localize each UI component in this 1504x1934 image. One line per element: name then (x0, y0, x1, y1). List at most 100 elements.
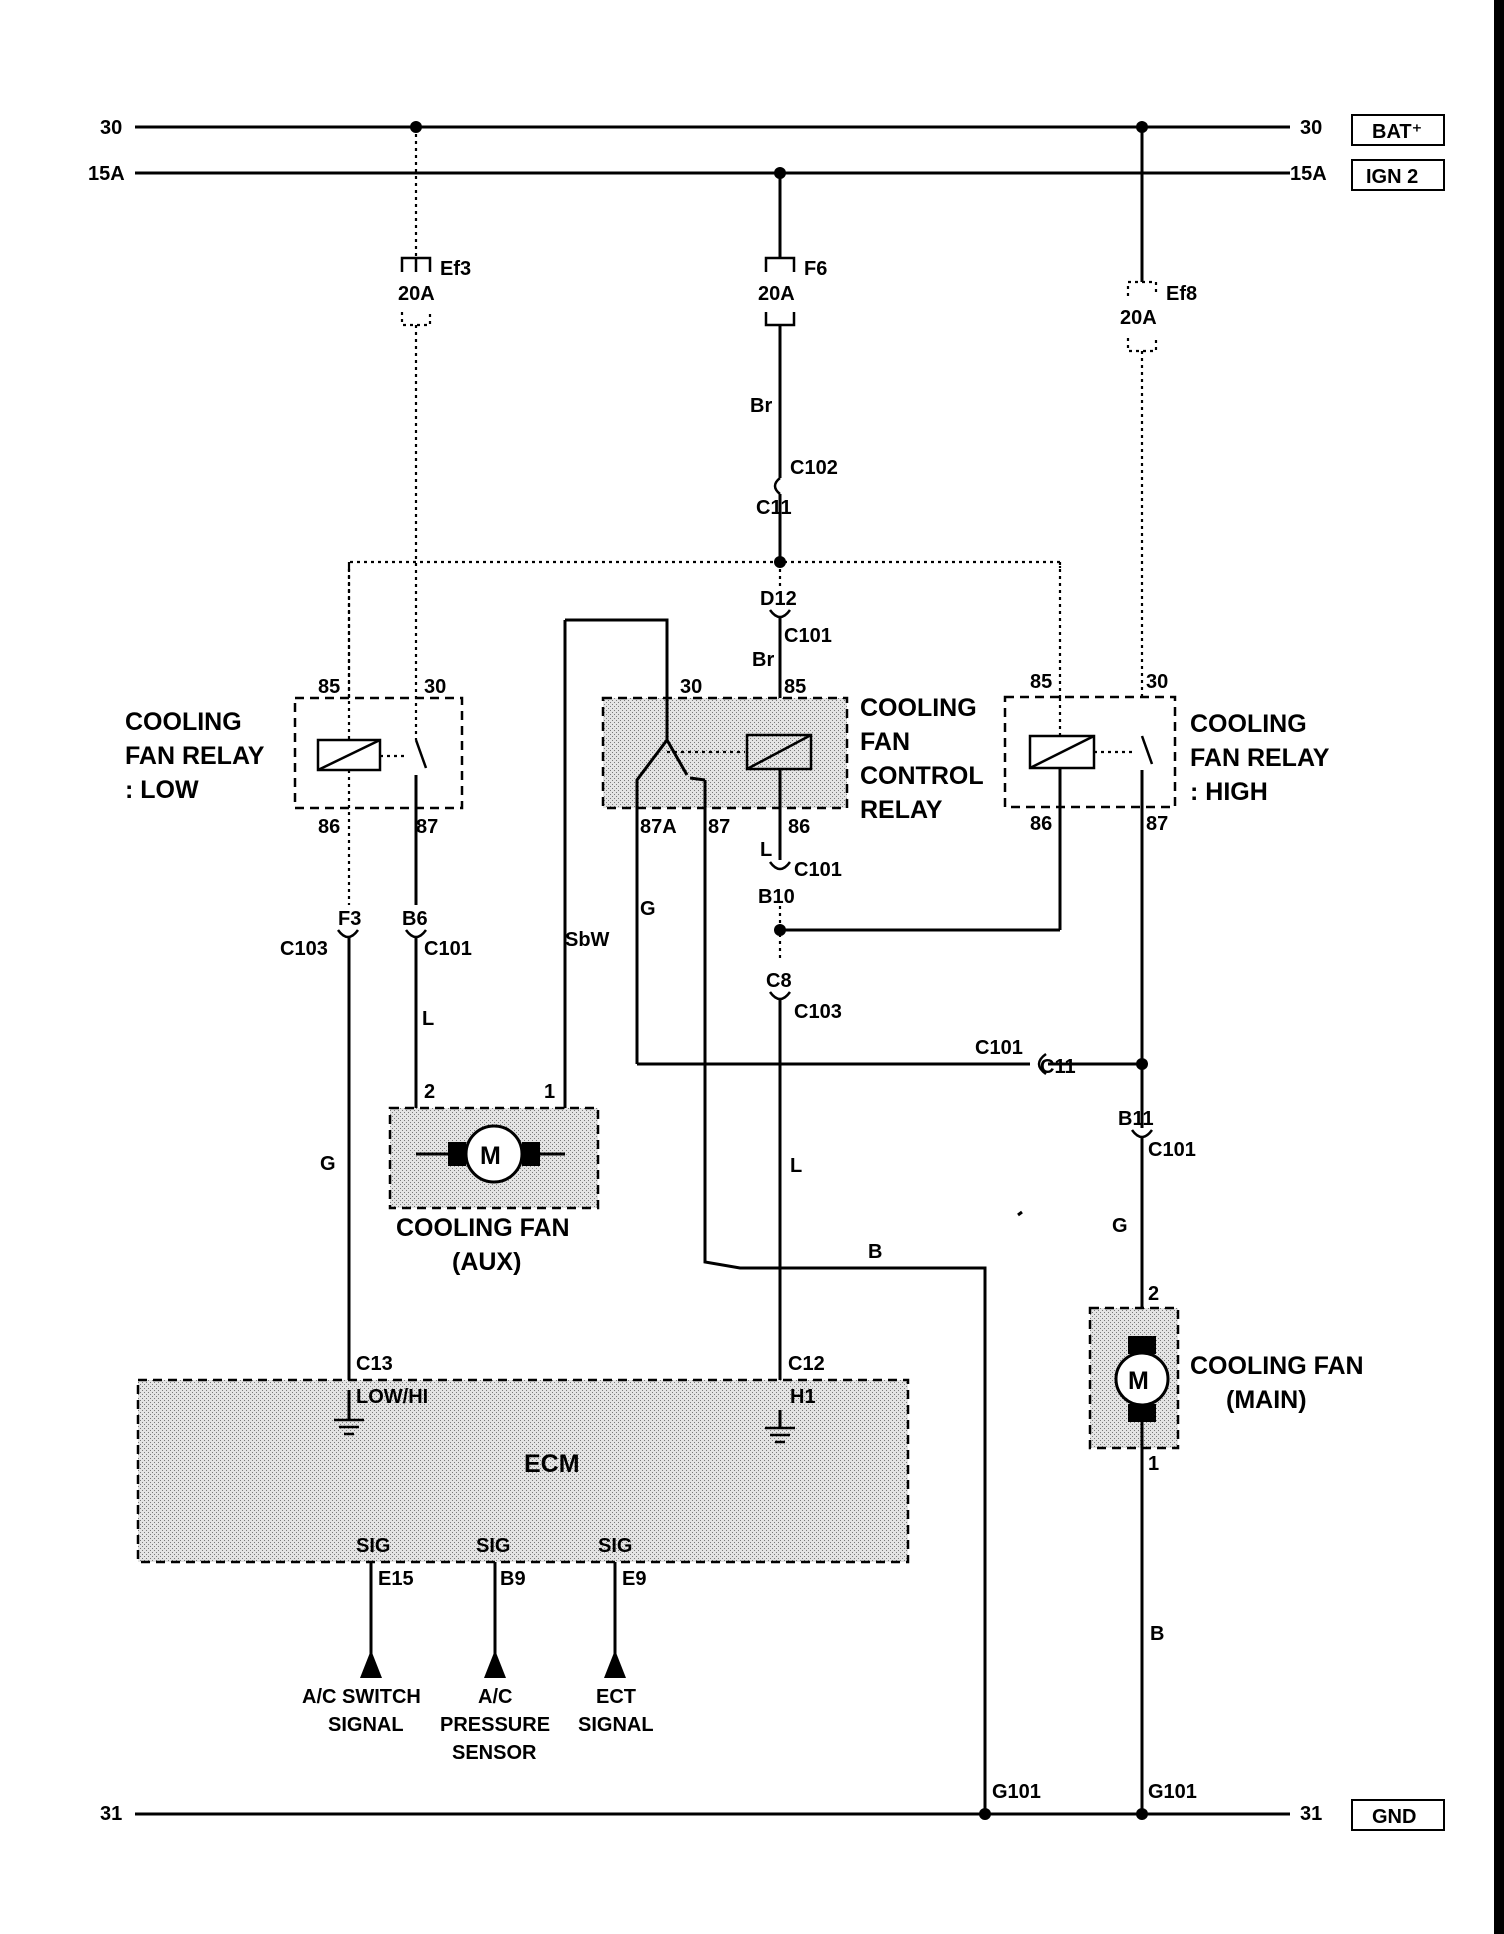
ef8-fuse-rating: 20A (1120, 307, 1157, 329)
bat-rail: 30 30 BAT⁺ (100, 114, 1445, 146)
input-ac-pressure-1: A/C (478, 1686, 512, 1708)
input-ac-pressure-3: SENSOR (452, 1742, 537, 1764)
page-edge-bar (1494, 0, 1504, 1934)
input-ect-2: SIGNAL (578, 1714, 654, 1736)
ef3-fuse-rating: 20A (398, 283, 435, 305)
g-wire-87a-to-c11: G C101 C11 (635, 898, 1148, 1078)
control-relay-pin-86: 86 (788, 816, 810, 838)
aux-fan-title-2: (AUX) (452, 1248, 521, 1276)
ecm-sig-2: SIG (476, 1535, 510, 1557)
wire-color-l-c8: L (790, 1155, 802, 1177)
wire-color-g-main: G (1112, 1215, 1128, 1237)
connector-c103-c8: C103 (794, 1001, 842, 1023)
cooling-fan-control-relay: 30 85 87A 87 86 COOLING FAN CONTROL RELA… (565, 618, 987, 1814)
low-relay-pin-87: 87 (416, 816, 438, 838)
control-relay-pin-87a: 87A (640, 816, 677, 838)
high-relay-pin-87: 87 (1146, 813, 1168, 835)
ign-rail-left-label: 15A (88, 163, 125, 185)
ign-rail-right-label: 15A (1290, 163, 1327, 185)
connector-f3: F3 (338, 908, 361, 930)
high-relay-pin-86: 86 (1030, 813, 1052, 835)
connector-c8: C8 (766, 970, 792, 992)
connector-c11: C11 (756, 497, 792, 519)
low-relay-outputs: F3 C103 G B6 C101 L (280, 908, 472, 1390)
stray-mark (1017, 1210, 1023, 1217)
gnd-rail: 31 31 GND (100, 1799, 1445, 1831)
connector-c101-b10: C101 (794, 859, 842, 881)
high-relay-title-3: : HIGH (1190, 778, 1268, 806)
aux-fan-motor-symbol: M (480, 1142, 501, 1170)
ef3-branch: Ef3 20A (398, 121, 471, 740)
control-relay-pin-85: 85 (784, 676, 806, 698)
control-relay-pin-30: 30 (680, 676, 702, 698)
low-relay-pin-86: 86 (318, 816, 340, 838)
bat-rail-right-label: 30 (1300, 117, 1322, 139)
connector-c101-d12: C101 (784, 625, 832, 647)
main-fan-feed: B11 C101 G (1112, 1064, 1196, 1345)
connector-c12: C12 (788, 1353, 825, 1375)
main-fan-motor-symbol: M (1128, 1367, 1149, 1395)
ef8-branch: Ef8 20A (1120, 121, 1197, 700)
input-ac-switch-2: SIGNAL (328, 1714, 404, 1736)
cooling-fan-main: M 2 1 COOLING FAN (MAIN) B (1088, 1283, 1364, 1814)
control-86-circuit: L C101 B10 C8 C103 L (758, 839, 1060, 1410)
ecm-pin-e9: E9 (622, 1568, 646, 1590)
connector-c103-f3: C103 (280, 938, 328, 960)
wire-color-br-top: Br (750, 395, 772, 417)
aux-fan-pin-2: 2 (424, 1081, 435, 1103)
wire-color-g-87a: G (640, 898, 656, 920)
cooling-fan-relay-high: 85 30 86 87 COOLING FAN RELAY : HIGH (1003, 671, 1330, 1110)
main-fan-pin-2: 2 (1148, 1283, 1159, 1305)
ecm-sig-1: SIG (356, 1535, 390, 1557)
input-ac-pressure-2: PRESSURE (440, 1714, 550, 1736)
connector-c101-b6: C101 (424, 938, 472, 960)
ground-points: G101 G101 (979, 1781, 1197, 1820)
bat-rail-left-label: 30 (100, 117, 122, 139)
main-fan-title-2: (MAIN) (1226, 1386, 1307, 1414)
ef8-fuse-name: Ef8 (1166, 283, 1197, 305)
high-relay-pin-30: 30 (1146, 671, 1168, 693)
control-relay-title-4: RELAY (860, 796, 943, 824)
control-relay-title-2: FAN (860, 728, 910, 756)
gnd-tag: GND (1372, 1806, 1416, 1828)
f6-branch: F6 20A Br C102 C11 D12 C101 Br (347, 167, 1062, 740)
high-relay-title-1: COOLING (1190, 710, 1307, 738)
wire-color-br-mid: Br (752, 649, 774, 671)
low-relay-title-1: COOLING (125, 708, 242, 736)
low-relay-title-3: : LOW (125, 776, 199, 804)
wire-color-l-b6: L (422, 1008, 434, 1030)
ecm-module: C13 LOW/HI C12 H1 ECM SIG SIG SIG (136, 1353, 910, 1564)
low-relay-title-2: FAN RELAY (125, 742, 265, 770)
connector-c101-c11: C101 (975, 1037, 1023, 1059)
f6-fuse-name: F6 (804, 258, 827, 280)
control-relay-pin-87: 87 (708, 816, 730, 838)
control-relay-title-3: CONTROL (860, 762, 984, 790)
connector-d12: D12 (760, 588, 797, 610)
connector-b11: B11 (1118, 1108, 1154, 1130)
f6-fuse-rating: 20A (758, 283, 795, 305)
gnd-rail-left-label: 31 (100, 1803, 122, 1825)
high-relay-pin-85: 85 (1030, 671, 1052, 693)
input-ac-switch-1: A/C SWITCH (302, 1686, 421, 1708)
ecm-title: ECM (524, 1450, 580, 1478)
input-ect-1: ECT (596, 1686, 636, 1708)
low-relay-pin-85: 85 (318, 676, 340, 698)
bat-plus-tag: BAT⁺ (1372, 121, 1422, 143)
high-relay-title-2: FAN RELAY (1190, 744, 1330, 772)
connector-c13: C13 (356, 1353, 393, 1375)
aux-fan-title-1: COOLING FAN (396, 1214, 570, 1242)
wire-color-b-main: B (1150, 1623, 1164, 1645)
ecm-h1-label: H1 (790, 1386, 816, 1408)
main-fan-pin-1: 1 (1148, 1453, 1159, 1475)
connector-c102: C102 (790, 457, 838, 479)
main-fan-title-1: COOLING FAN (1190, 1352, 1364, 1380)
cooling-fan-relay-low: 85 30 86 87 COOLING FAN RELAY : LOW (125, 568, 464, 905)
aux-fan-pin-1: 1 (544, 1081, 555, 1103)
ign2-tag: IGN 2 (1366, 166, 1418, 188)
wire-color-sbw: SbW (565, 929, 610, 951)
wire-color-g-f3: G (320, 1153, 336, 1175)
sbw-wire: SbW (563, 620, 610, 1154)
ecm-pin-b9: B9 (500, 1568, 526, 1590)
ecm-low-hi-label: LOW/HI (356, 1386, 428, 1408)
